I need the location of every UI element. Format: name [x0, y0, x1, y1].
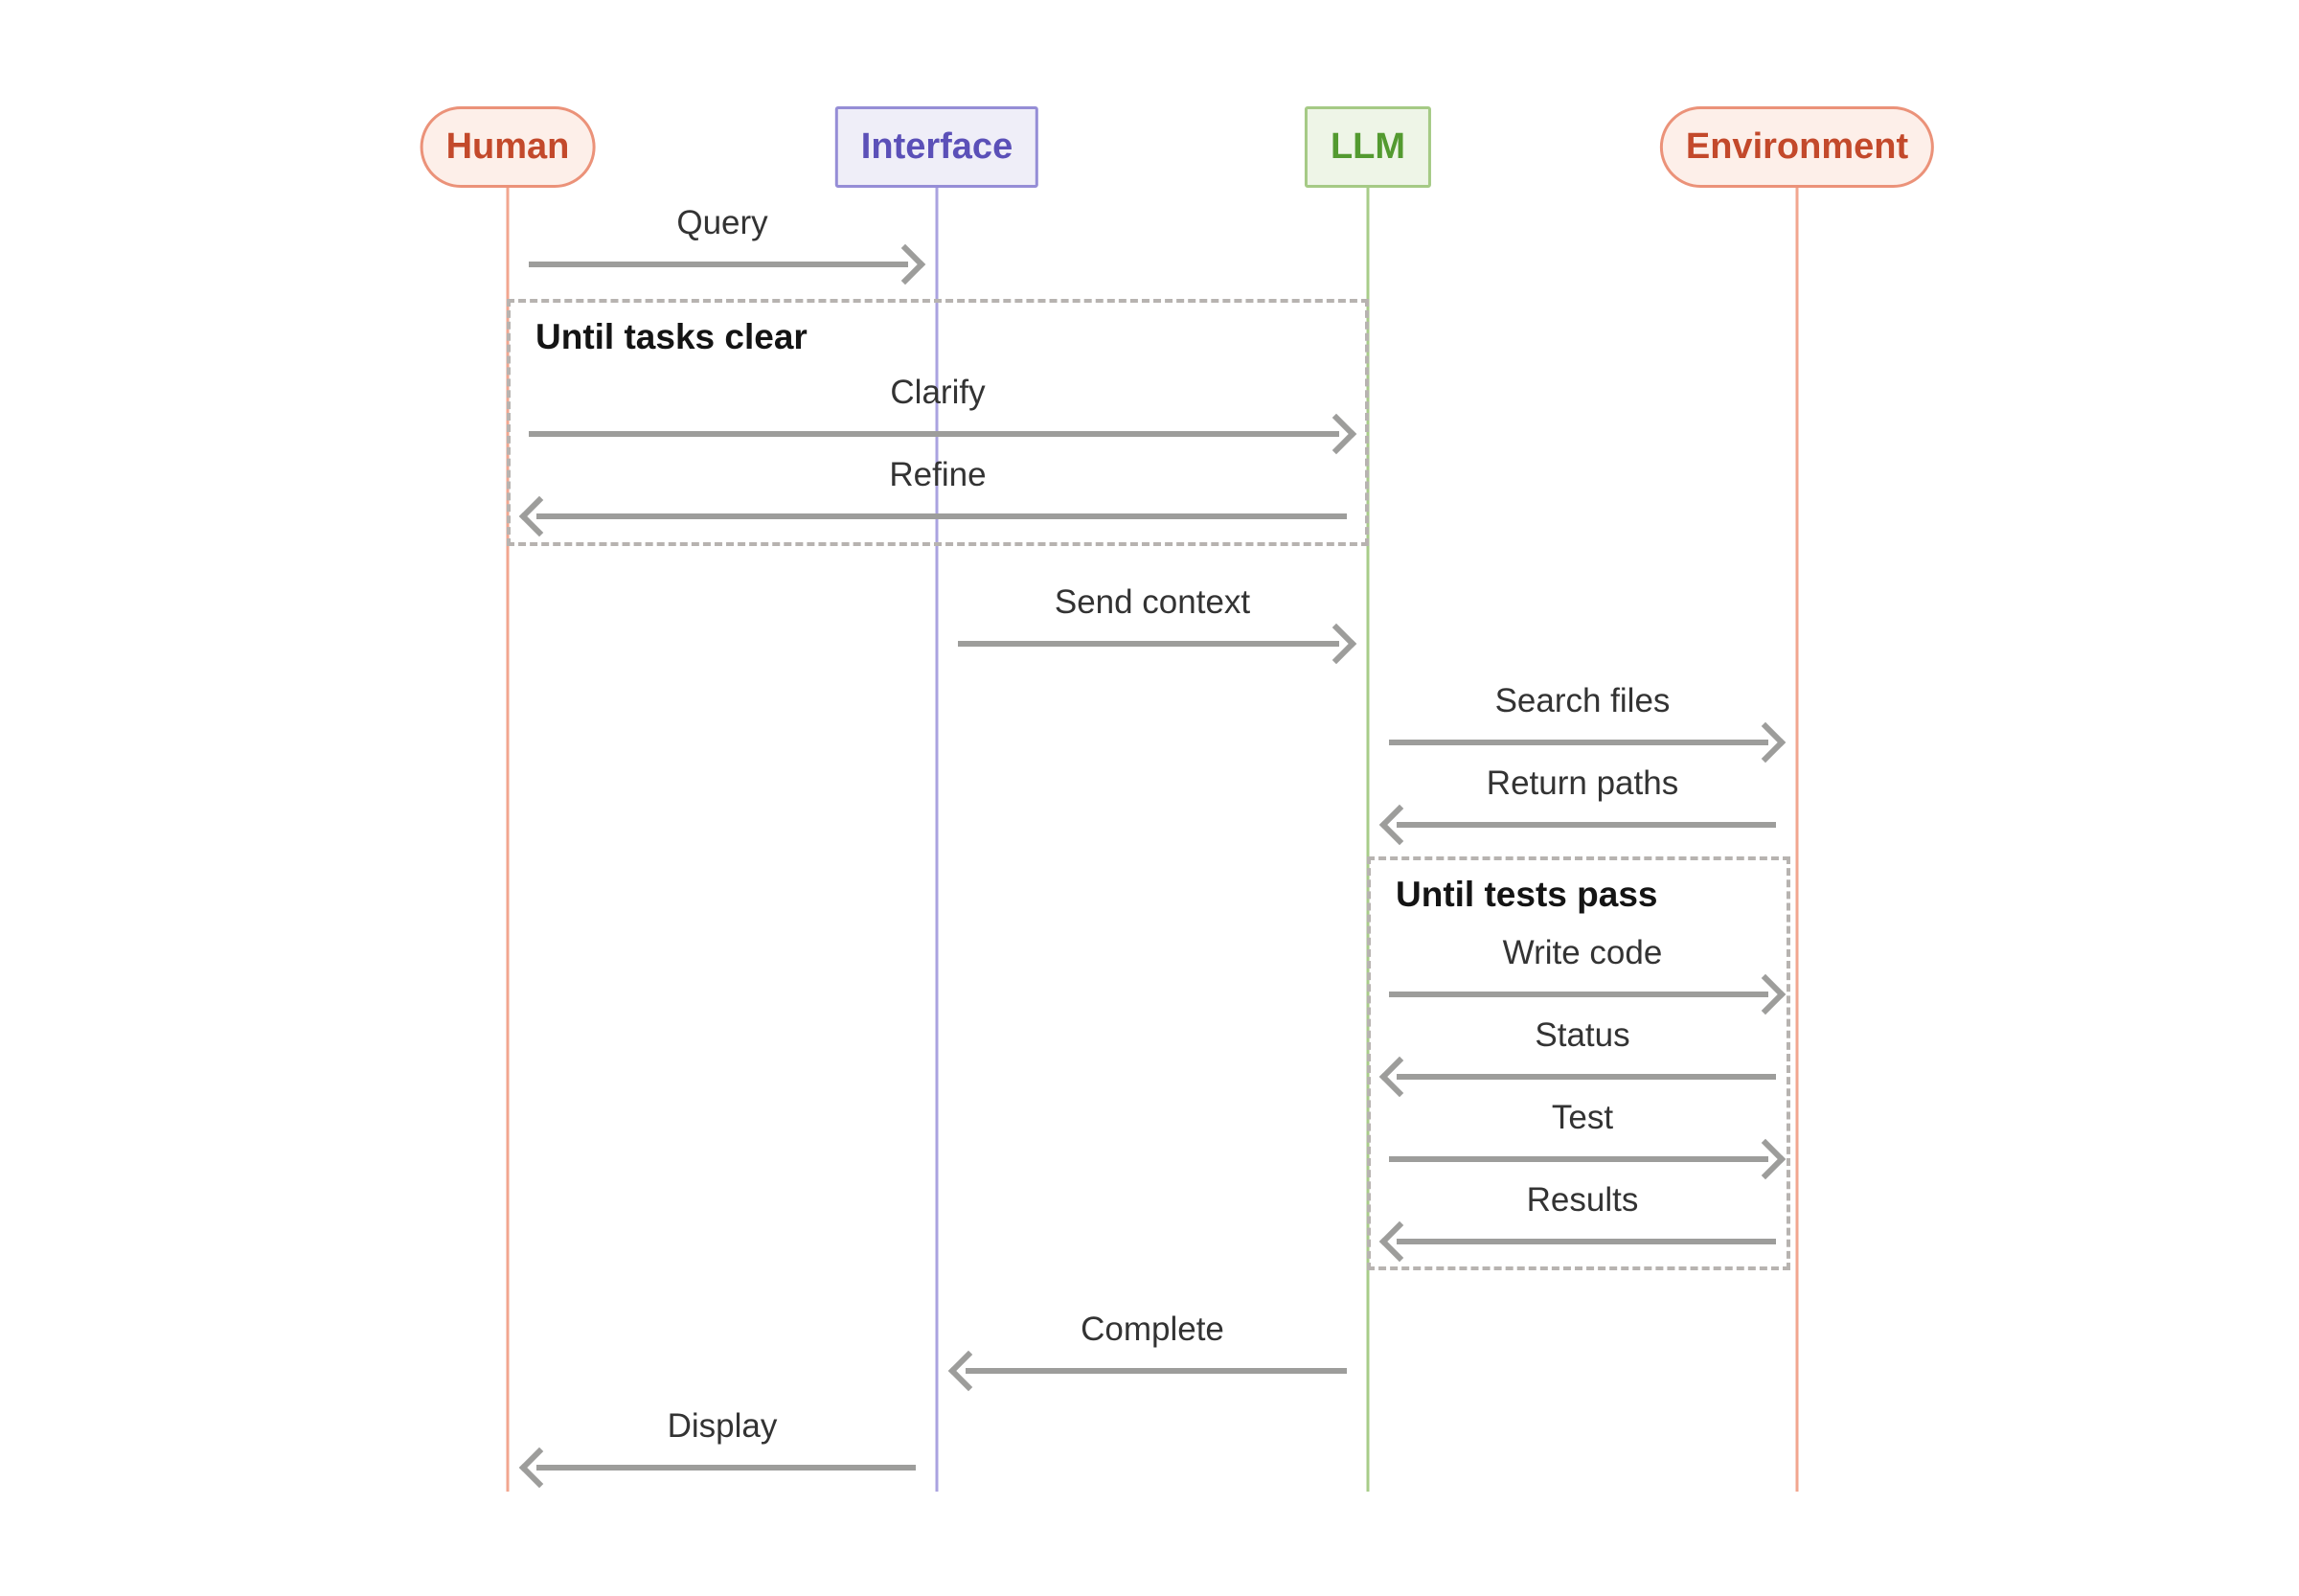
actor-box-human: Human — [420, 106, 596, 188]
arrow-shaft — [1397, 822, 1776, 828]
arrowhead-icon — [1315, 623, 1357, 665]
loop-label-until-tests-pass: Until tests pass — [1396, 875, 1658, 914]
actor-box-environment: Environment — [1659, 106, 1935, 188]
message-label-results: Results — [1526, 1181, 1639, 1219]
message-complete: Complete — [947, 1309, 1347, 1404]
message-clarify: Clarify — [529, 372, 1357, 467]
message-label-display: Display — [667, 1407, 778, 1445]
actor-label-llm: LLM — [1330, 126, 1406, 167]
message-label-complete: Complete — [1081, 1311, 1224, 1348]
message-label-search-files: Search files — [1494, 682, 1671, 719]
actor-label-human: Human — [445, 126, 570, 167]
loop-label-until-tasks-clear: Until tasks clear — [535, 317, 808, 356]
message-search-files: Search files — [1389, 680, 1787, 776]
arrow-shaft — [529, 431, 1339, 437]
message-display: Display — [518, 1405, 916, 1501]
actor-box-llm: LLM — [1304, 106, 1432, 188]
lifeline-human — [506, 188, 510, 1492]
message-write-code: Write code — [1389, 932, 1787, 1028]
arrow-shaft — [1397, 1239, 1776, 1244]
arrowhead-icon — [1378, 804, 1421, 846]
message-label-query: Query — [676, 204, 768, 241]
loop-box-until-tasks-clear: Until tasks clear — [507, 299, 1369, 546]
actor-label-interface: Interface — [860, 126, 1013, 167]
arrowhead-icon — [947, 1350, 990, 1392]
arrowhead-icon — [884, 243, 926, 285]
message-label-send-context: Send context — [1054, 583, 1251, 621]
arrow-shaft — [536, 513, 1347, 519]
arrow-shaft — [536, 1465, 916, 1471]
arrow-shaft — [1389, 992, 1768, 997]
arrow-shaft — [966, 1368, 1347, 1374]
message-results: Results — [1378, 1179, 1776, 1275]
loop-box-until-tests-pass: Until tests pass — [1367, 856, 1790, 1270]
message-label-clarify: Clarify — [890, 374, 986, 411]
actor-box-interface: Interface — [834, 106, 1039, 188]
message-label-return-paths: Return paths — [1486, 764, 1679, 802]
arrow-shaft — [958, 641, 1339, 647]
message-return-paths: Return paths — [1378, 763, 1776, 858]
arrow-shaft — [1397, 1074, 1776, 1080]
lifeline-environment — [1795, 188, 1799, 1492]
message-refine: Refine — [518, 454, 1347, 550]
message-test: Test — [1389, 1097, 1787, 1193]
arrow-shaft — [1389, 740, 1768, 745]
message-label-refine: Refine — [889, 456, 987, 493]
message-query: Query — [529, 202, 926, 298]
message-label-write-code: Write code — [1502, 934, 1663, 971]
actor-label-environment: Environment — [1685, 126, 1909, 167]
arrow-shaft — [1389, 1156, 1768, 1162]
message-send-context: Send context — [958, 581, 1357, 677]
arrow-shaft — [529, 262, 908, 267]
lifeline-llm — [1366, 188, 1370, 1492]
message-label-test: Test — [1551, 1099, 1614, 1136]
arrowhead-icon — [518, 1447, 560, 1489]
lifeline-interface — [935, 188, 939, 1492]
arrowhead-icon — [1744, 721, 1787, 764]
message-label-status: Status — [1535, 1016, 1630, 1054]
message-status: Status — [1378, 1015, 1776, 1110]
